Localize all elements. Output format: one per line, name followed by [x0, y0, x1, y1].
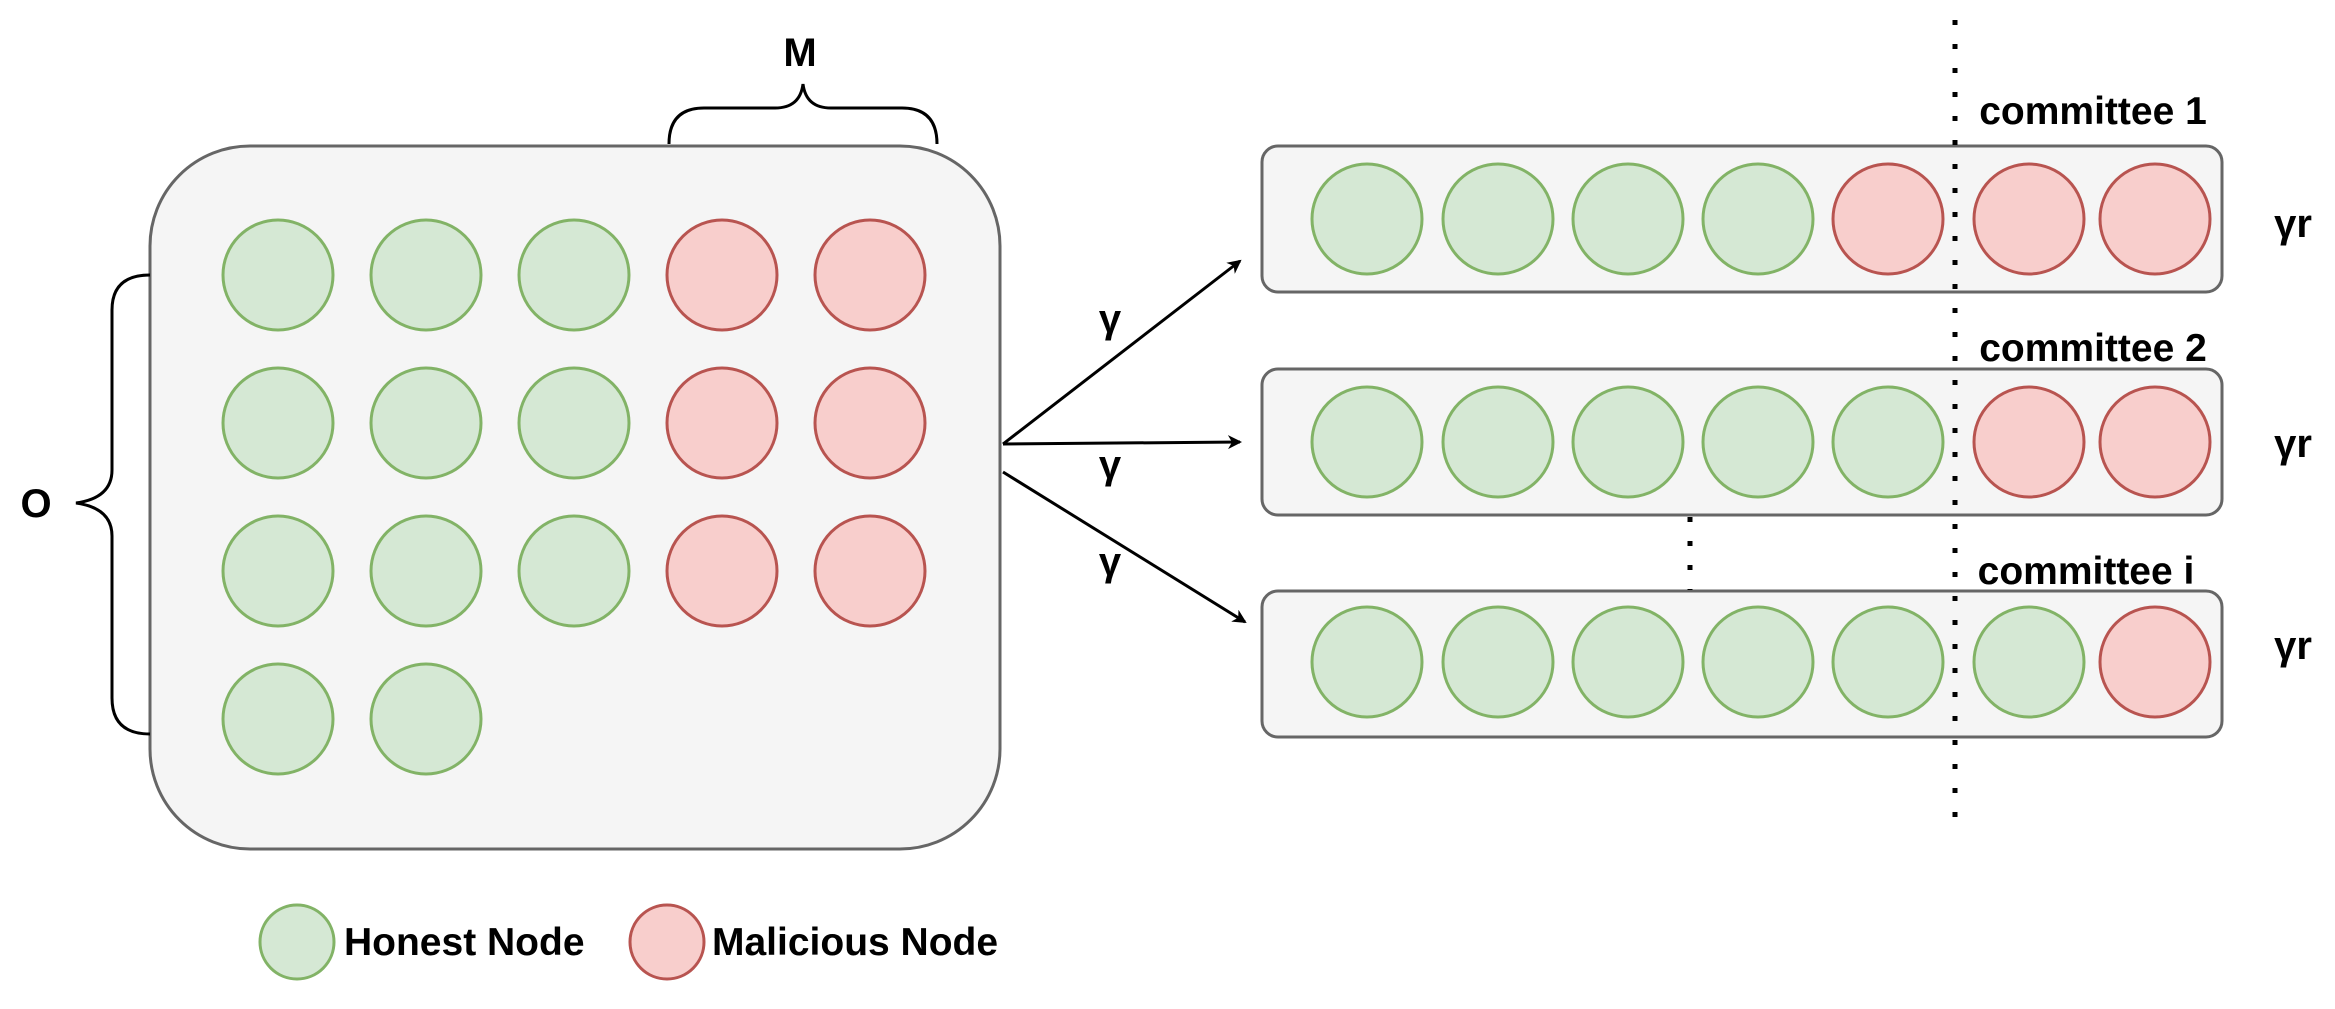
committee-i-title: committee i — [1978, 550, 2195, 593]
legend-malicious-swatch — [628, 903, 706, 981]
malicious-node — [813, 514, 927, 628]
node-pool-container — [148, 144, 1002, 851]
m-brace — [667, 83, 939, 145]
malicious-node — [665, 514, 779, 628]
honest-node — [1571, 385, 1685, 499]
arrow-to-committee-i — [1002, 470, 1247, 624]
honest-node — [221, 514, 335, 628]
malicious-node — [813, 366, 927, 480]
honest-node — [1441, 385, 1555, 499]
honest-node — [1701, 605, 1815, 719]
honest-node — [1701, 385, 1815, 499]
honest-node — [1310, 605, 1424, 719]
committee-2-title: committee 2 — [1979, 327, 2207, 370]
honest-node — [517, 366, 631, 480]
legend-honest-label: Honest Node — [344, 921, 585, 964]
committee-2-size-label: γr — [2274, 422, 2312, 466]
arrow-label-3: γ — [1099, 540, 1122, 584]
legend-malicious-label: Malicious Node — [712, 921, 998, 964]
honest-node — [517, 218, 631, 332]
committee-1-title: committee 1 — [1979, 90, 2207, 133]
malicious-node — [1972, 162, 2086, 276]
malicious-node — [2098, 385, 2212, 499]
o-brace — [75, 273, 151, 736]
honest-node — [1831, 385, 1945, 499]
legend: Honest Node Malicious Node — [258, 903, 998, 981]
m-label: M — [783, 31, 816, 75]
honest-node — [1310, 162, 1424, 276]
honest-node — [369, 514, 483, 628]
honest-node — [517, 514, 631, 628]
committee-1-size-label: γr — [2274, 202, 2312, 246]
arrow-label-1: γ — [1099, 297, 1122, 341]
honest-node — [369, 366, 483, 480]
malicious-node — [2098, 605, 2212, 719]
legend-honest-swatch — [258, 903, 336, 981]
honest-node — [1831, 605, 1945, 719]
honest-node — [221, 218, 335, 332]
arrow-to-committee-2 — [1002, 435, 1242, 450]
malicious-node — [1972, 385, 2086, 499]
malicious-node — [1831, 162, 1945, 276]
honest-node — [221, 662, 335, 776]
committee-nodes — [1310, 162, 2212, 719]
committee-i-size-label: γr — [2274, 624, 2312, 668]
malicious-node — [665, 366, 779, 480]
honest-node — [1571, 162, 1685, 276]
honest-node — [1441, 162, 1555, 276]
honest-node — [1310, 385, 1424, 499]
honest-node — [1972, 605, 2086, 719]
malicious-node — [813, 218, 927, 332]
arrow-label-2: γ — [1099, 443, 1122, 487]
honest-node — [369, 662, 483, 776]
arrow-to-committee-1 — [1002, 259, 1242, 446]
honest-node — [221, 366, 335, 480]
pool-nodes — [221, 218, 927, 776]
malicious-node — [665, 218, 779, 332]
o-label: O — [20, 482, 51, 526]
honest-node — [1571, 605, 1685, 719]
malicious-node — [2098, 162, 2212, 276]
honest-node — [1701, 162, 1815, 276]
honest-node — [1441, 605, 1555, 719]
honest-node — [369, 218, 483, 332]
